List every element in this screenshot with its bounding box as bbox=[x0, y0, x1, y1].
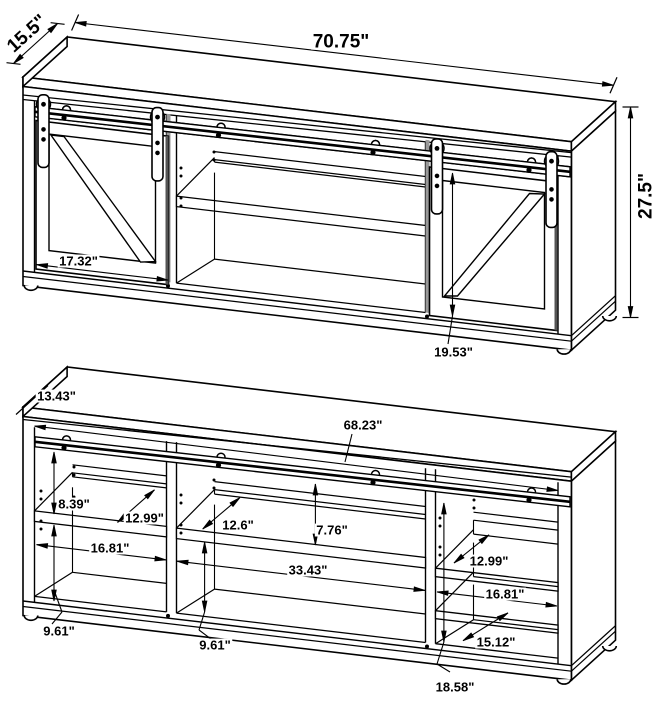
svg-text:27.5": 27.5" bbox=[636, 173, 657, 219]
svg-text:9.61": 9.61" bbox=[199, 638, 230, 653]
svg-text:19.53": 19.53" bbox=[434, 345, 473, 360]
svg-text:16.81": 16.81" bbox=[91, 541, 130, 556]
svg-text:17.32": 17.32" bbox=[59, 254, 98, 269]
svg-text:12.99": 12.99" bbox=[470, 554, 509, 569]
svg-text:15.12": 15.12" bbox=[477, 635, 516, 650]
svg-text:7.76": 7.76" bbox=[316, 523, 347, 538]
svg-text:8.39": 8.39" bbox=[58, 497, 89, 512]
svg-text:33.43": 33.43" bbox=[289, 563, 328, 578]
svg-text:16.81": 16.81" bbox=[486, 587, 525, 602]
svg-text:9.61": 9.61" bbox=[43, 624, 74, 639]
svg-text:12.6": 12.6" bbox=[222, 518, 253, 533]
svg-text:68.23": 68.23" bbox=[344, 418, 383, 433]
svg-text:12.99": 12.99" bbox=[125, 511, 164, 526]
svg-text:70.75": 70.75" bbox=[313, 32, 370, 53]
svg-text:18.58": 18.58" bbox=[436, 680, 475, 695]
svg-text:13.43": 13.43" bbox=[37, 389, 76, 404]
